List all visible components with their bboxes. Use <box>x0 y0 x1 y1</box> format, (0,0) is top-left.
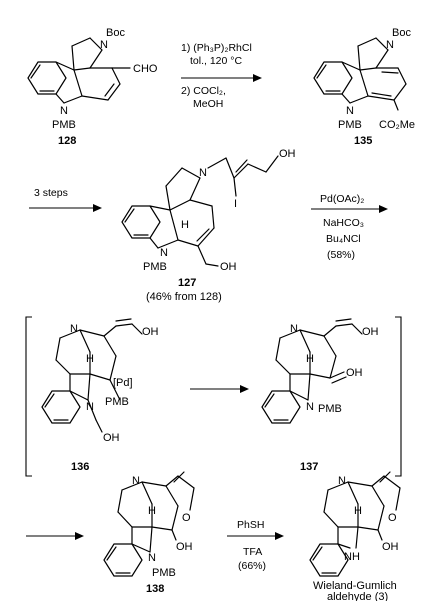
c138-n-top: N <box>132 475 140 487</box>
c128-n-indole: N <box>60 105 68 117</box>
c127-n-indole: N <box>160 247 168 259</box>
reaction-arrow-4 <box>190 385 249 393</box>
c127-number: 127 <box>178 277 196 289</box>
c138-n-indole: N <box>148 552 156 564</box>
c127-iodo: I <box>234 198 237 210</box>
step1-condition-4: MeOH <box>193 98 223 110</box>
c128-boc: Boc <box>106 27 125 39</box>
step1-condition-1: 1) (Ph₃P)₂RhCl <box>181 42 252 54</box>
c3-name-2: aldehyde (3) <box>327 591 388 601</box>
c137-number: 137 <box>300 461 318 473</box>
c138-oh: OH <box>176 541 193 553</box>
intermediate-brackets <box>25 316 402 477</box>
step3-condition-4: (58%) <box>327 249 355 261</box>
c3-oh: OH <box>382 541 399 553</box>
c127-pmb: PMB <box>143 261 167 273</box>
step5-condition-2: TFA <box>243 546 262 558</box>
c127-n-ring: N <box>199 167 207 179</box>
compound-136: N OH H [Pd] N PMB OH 136 <box>41 318 159 473</box>
c138-o: O <box>182 512 191 524</box>
c127-h: H <box>181 219 189 231</box>
c3-nh: NH <box>344 551 360 563</box>
c135-pmb: PMB <box>338 119 362 131</box>
c135-boc: Boc <box>392 27 411 39</box>
step3-condition-2: NaHCO₃ <box>323 217 364 229</box>
c137-pmb: PMB <box>318 403 342 415</box>
c128-number: 128 <box>58 135 76 147</box>
reaction-arrow-3: Pd(OAc)₂ NaHCO₃ Bu₄NCl (58%) <box>311 193 388 261</box>
c127-oh-bottom: OH <box>220 261 237 273</box>
c137-h: H <box>306 353 314 365</box>
reaction-arrow-1: 1) (Ph₃P)₂RhCl tol., 120 °C 2) COCl₂, Me… <box>181 42 262 110</box>
step3-condition-3: Bu₄NCl <box>326 233 361 245</box>
step5-condition-3: (66%) <box>238 560 266 572</box>
step3-condition-1: Pd(OAc)₂ <box>320 193 364 205</box>
c136-n-top: N <box>70 323 78 335</box>
c138-h: H <box>148 505 156 517</box>
c136-pmb: PMB <box>105 396 129 408</box>
c127-yield-note: (46% from 128) <box>146 291 222 303</box>
c128-cho: CHO <box>133 63 158 75</box>
reaction-arrow-5 <box>26 532 84 540</box>
compound-128: N Boc CHO N PMB 128 <box>27 27 158 147</box>
c135-number: 135 <box>354 135 372 147</box>
c136-oh: OH <box>142 326 159 338</box>
step5-condition-1: PhSH <box>237 519 264 531</box>
c3-name: Wieland-Gumlich <box>313 580 397 592</box>
c3-h: H <box>354 505 362 517</box>
c135-n-indole: N <box>346 105 354 117</box>
c136-h: H <box>86 353 94 365</box>
c127-oh-top: OH <box>279 148 296 160</box>
c128-n-ring: N <box>100 39 108 51</box>
c137-oh: OH <box>362 326 379 338</box>
c3-o: O <box>388 512 397 524</box>
c135-n-ring: N <box>386 39 394 51</box>
c136-oh-low: OH <box>103 432 120 444</box>
compound-127: N OH I H N PMB OH 127 (46% from 128) <box>121 148 296 303</box>
compound-135: N Boc N PMB CO₂Me 135 <box>313 27 415 147</box>
reaction-arrow-2: 3 steps <box>29 187 102 212</box>
c138-number: 138 <box>146 583 164 595</box>
compound-138: N H O OH N PMB 138 <box>103 471 195 595</box>
compound-3-wieland-gumlich-aldehyde: N H O OH NH Wieland-Gumlich aldehyde (3) <box>309 471 401 601</box>
c3-n-top: N <box>338 475 346 487</box>
c128-pmb: PMB <box>52 119 76 131</box>
compound-137: N OH H OH N PMB 137 <box>261 318 379 473</box>
c137-n-top: N <box>290 323 298 335</box>
reaction-arrow-6: PhSH TFA (66%) <box>227 519 284 572</box>
c135-ester: CO₂Me <box>379 119 415 131</box>
step1-condition-3: 2) COCl₂, <box>181 85 226 97</box>
step1-condition-2: tol., 120 °C <box>190 55 242 67</box>
c138-pmb: PMB <box>152 567 176 579</box>
c137-n-indole: N <box>306 401 314 413</box>
c136-n-indole: N <box>86 401 94 413</box>
step2-condition-1: 3 steps <box>34 187 68 199</box>
c137-oh-enol: OH <box>346 367 363 379</box>
c136-pd: [Pd] <box>113 377 133 389</box>
c136-number: 136 <box>71 461 89 473</box>
